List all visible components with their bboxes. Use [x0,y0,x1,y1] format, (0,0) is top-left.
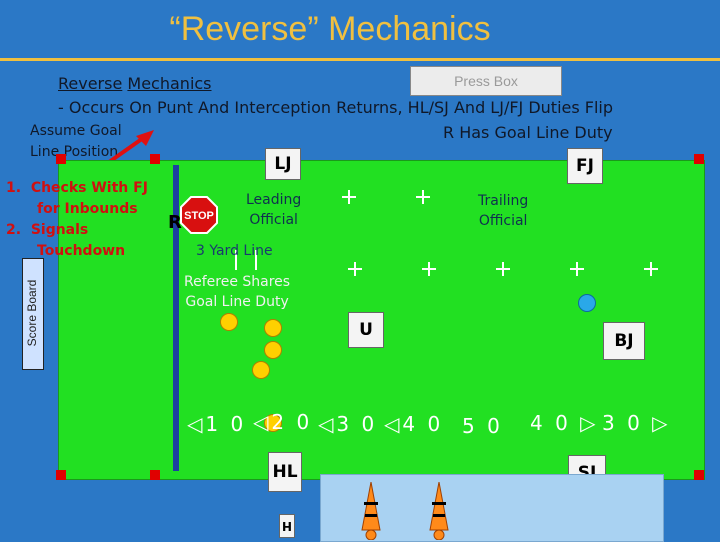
svg-text:STOP: STOP [184,210,214,222]
pylon-marker [694,154,704,164]
assume-line-1: Assume Goal [30,123,122,139]
player-kicking-team [220,313,238,331]
scoreboard-label: Score Board [25,279,39,347]
referee-label: R [168,212,182,233]
list-item: 1. Checks With FJ [6,180,148,196]
official-hl: HL [268,452,302,492]
hash-mark [422,190,424,204]
yard-number-30-right: 3 0 ▷ [602,411,671,435]
team-area [320,474,664,542]
assume-line-2: Line Position [30,144,119,160]
hash-mark [354,262,356,276]
yard-number-30: ◁3 0 [318,412,378,436]
three-yard-line-text: 3 Yard Line [196,243,273,259]
player-kicking-team [264,414,282,432]
official-bj: BJ [603,322,645,360]
subtitle-reverse: Reverse [58,74,123,93]
duty-line: - Occurs On Punt And Interception Return… [58,98,614,117]
subtitle-mechanics: Mechanics [127,74,212,93]
pylon-marker [150,154,160,164]
official-u: U [348,312,384,348]
yard-number-40-right: 4 0 ▷ [530,411,599,435]
player-kicking-team [264,319,282,337]
player-kicking-team [264,341,282,359]
pylon-marker [694,470,704,480]
cone-icon [429,482,449,540]
assume-goal-text: Assume Goal Line Position [30,121,122,163]
yard-number-50: 5 0 [462,414,503,438]
title-divider [0,58,720,61]
duties-list: 1. Checks With FJ for Inbounds 2. Signal… [6,178,148,262]
yard-number-20: ◁2 0 [253,410,313,434]
scoreboard [22,258,44,370]
hash-mark [502,262,504,276]
pylon-marker [56,470,66,480]
player-kicking-team [252,361,270,379]
pylon-marker [56,154,66,164]
hash-mark [428,262,430,276]
stop-sign-icon: STOP [180,196,218,234]
goal-line [173,165,179,471]
slide-title: “Reverse” Mechanics [169,10,491,48]
r-goal-duty-text: R Has Goal Line Duty [443,123,613,142]
hash-mark [348,190,350,204]
player-returner [578,294,596,312]
official-lj: LJ [265,148,301,180]
yard-number-40: ◁4 0 [384,412,444,436]
subtitle: Reverse Mechanics [58,74,212,93]
hash-mark [576,262,578,276]
list-item: for Inbounds [37,201,138,217]
small-official-marker: H [279,514,295,538]
list-item: 2. Signals [6,222,89,238]
press-box-label: Press Box [410,66,562,96]
yard-line-5 [235,250,237,270]
list-item: Touchdown [37,243,126,259]
yard-line-8 [255,250,257,270]
pylon-marker [150,470,160,480]
cone-icon [361,482,381,540]
yard-number-10: ◁1 0 [187,412,247,436]
official-fj: FJ [567,148,603,184]
hash-mark [650,262,652,276]
